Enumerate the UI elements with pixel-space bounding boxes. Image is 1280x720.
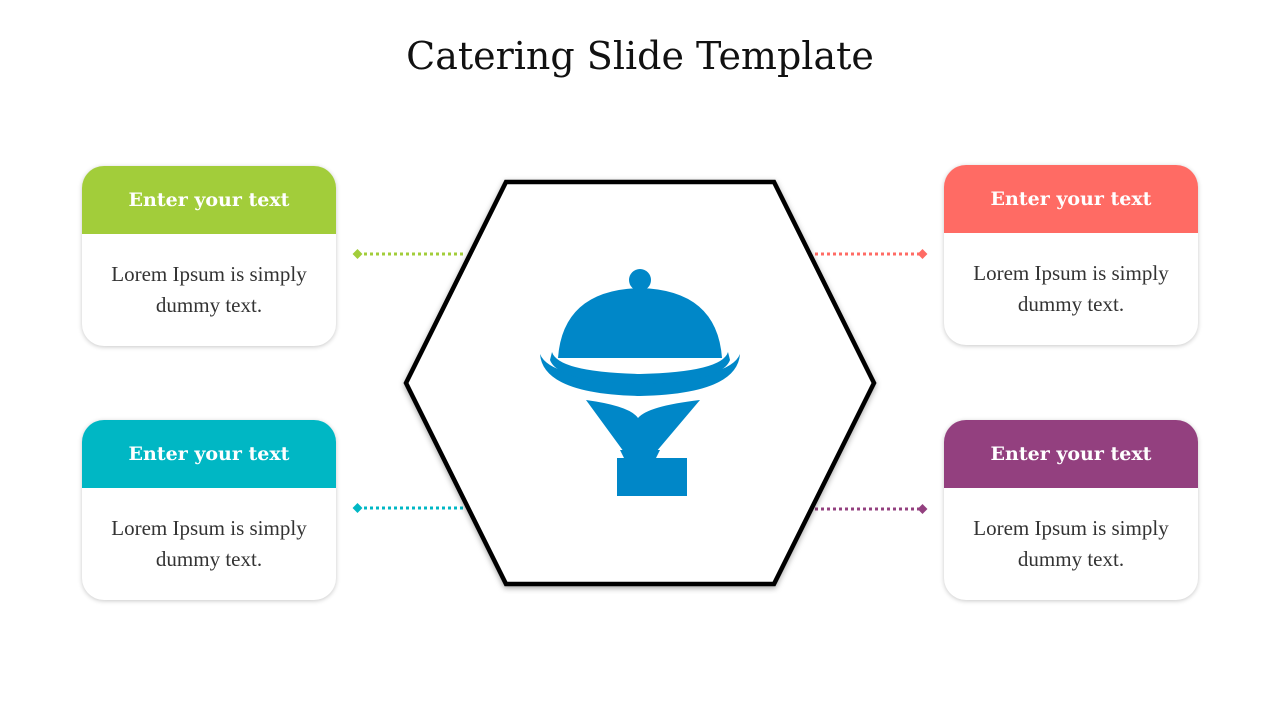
catering-cloche-icon [540,269,740,496]
card-bottom-right-body: Lorem Ipsum is simply dummy text. [973,516,1169,571]
card-bottom-left-heading: Enter your text [82,420,336,488]
card-top-right-heading: Enter your text [944,165,1198,233]
card-top-right: Enter your text Lorem Ipsum is simply du… [944,165,1198,345]
card-top-left-heading: Enter your text [82,166,336,234]
card-top-left: Enter your text Lorem Ipsum is simply du… [82,166,336,346]
center-hexagon [398,174,884,594]
card-bottom-left: Enter your text Lorem Ipsum is simply du… [82,420,336,600]
slide-title: Catering Slide Template [406,34,874,78]
card-bottom-right-heading: Enter your text [944,420,1198,488]
card-top-right-body: Lorem Ipsum is simply dummy text. [973,261,1169,316]
card-bottom-left-body: Lorem Ipsum is simply dummy text. [111,516,307,571]
card-bottom-right: Enter your text Lorem Ipsum is simply du… [944,420,1198,600]
card-top-left-body: Lorem Ipsum is simply dummy text. [111,262,307,317]
